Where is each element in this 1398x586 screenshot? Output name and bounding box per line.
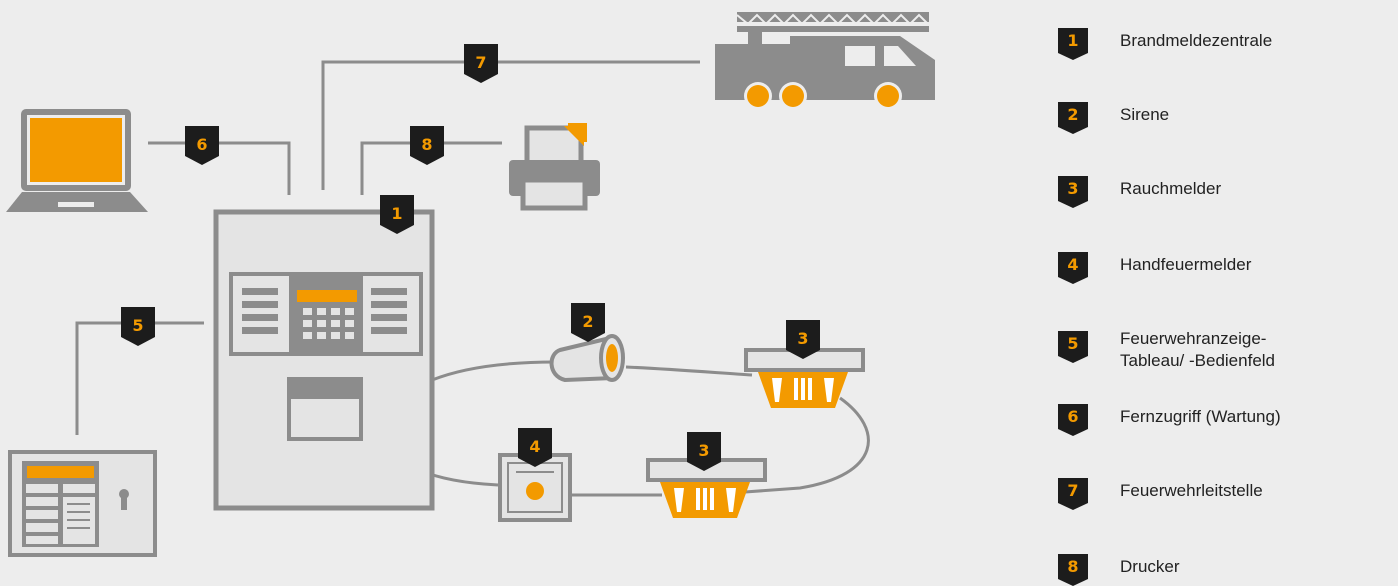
legend-label: Handfeuermelder xyxy=(1120,255,1252,274)
legend-label: Feuerwehranzeige-Tableau/ -Bedienfeld xyxy=(1120,329,1276,370)
legend-item-feuerwehrleitstelle: 7 Feuerwehrleitstelle xyxy=(1058,478,1263,510)
badge-3-top: 3 xyxy=(786,320,820,359)
legend-badge: 8 xyxy=(1058,554,1088,586)
badge-2: 2 xyxy=(571,303,605,342)
line-loop-upper xyxy=(431,360,753,382)
legend: 1 Brandmeldezentrale 2 Sirene 3 Rauchmel… xyxy=(1058,0,1398,586)
line-dispatch xyxy=(321,60,700,190)
printer-icon xyxy=(509,123,600,211)
badge-5: 5 xyxy=(121,307,155,346)
legend-item-fernzugriff: 6 Fernzugriff (Wartung) xyxy=(1058,404,1281,436)
legend-badge: 6 xyxy=(1058,404,1088,436)
legend-badge: 3 xyxy=(1058,176,1088,208)
legend-badge: 1 xyxy=(1058,28,1088,60)
legend-label: Rauchmelder xyxy=(1120,179,1222,198)
legend-label: Drucker xyxy=(1120,557,1180,576)
legend-item-brandmeldezentrale: 1 Brandmeldezentrale xyxy=(1058,28,1272,60)
smoke-detector-bottom-icon xyxy=(646,458,767,518)
legend-label: Fernzugriff (Wartung) xyxy=(1120,407,1281,426)
legend-label: Brandmeldezentrale xyxy=(1120,31,1273,50)
svg-text:2: 2 xyxy=(582,312,593,331)
svg-text:3: 3 xyxy=(797,329,808,348)
legend-item-sirene: 2 Sirene xyxy=(1058,102,1169,134)
fire-alarm-system-diagram: 7 6 8 1 5 2 3 4 xyxy=(6,12,935,557)
badge-1: 1 xyxy=(380,195,414,234)
legend-badge: 7 xyxy=(1058,478,1088,510)
diagram-badges: 7 6 8 1 5 2 3 4 xyxy=(121,44,820,471)
legend-label: Sirene xyxy=(1120,105,1170,124)
fire-truck-icon xyxy=(715,12,935,110)
svg-text:4: 4 xyxy=(529,437,540,456)
legend-item-handfeuermelder: 4 Handfeuermelder xyxy=(1058,252,1251,284)
line-printer xyxy=(360,141,502,195)
badge-3-bottom: 3 xyxy=(687,432,721,471)
svg-text:1: 1 xyxy=(391,204,402,223)
legend-label: Feuerwehrleitstelle xyxy=(1120,481,1263,500)
svg-text:8: 8 xyxy=(421,135,432,154)
siren-icon xyxy=(549,334,625,383)
legend-item-drucker: 8 Drucker xyxy=(1058,554,1180,586)
legend-badge: 4 xyxy=(1058,252,1088,284)
legend-item-feuerwehranzeige: 5 Feuerwehranzeige-Tableau/ -Bedienfeld xyxy=(1058,326,1330,372)
fire-alarm-control-panel xyxy=(213,209,435,511)
laptop-icon xyxy=(6,109,148,212)
legend-item-rauchmelder: 3 Rauchmelder xyxy=(1058,176,1221,208)
svg-text:3: 3 xyxy=(698,441,709,460)
line-brigade-panel xyxy=(75,321,204,435)
svg-text:7: 7 xyxy=(475,53,486,72)
legend-badge: 2 xyxy=(1058,102,1088,134)
badge-4: 4 xyxy=(518,428,552,467)
line-loop-right xyxy=(744,396,870,494)
svg-text:5: 5 xyxy=(132,316,143,335)
legend-badge: 5 xyxy=(1058,331,1088,363)
fire-brigade-panel-icon xyxy=(8,450,157,557)
badge-6: 6 xyxy=(185,126,219,165)
smoke-detector-top-icon xyxy=(744,348,865,408)
badge-7: 7 xyxy=(464,44,498,83)
badge-8: 8 xyxy=(410,126,444,165)
svg-text:6: 6 xyxy=(196,135,207,154)
